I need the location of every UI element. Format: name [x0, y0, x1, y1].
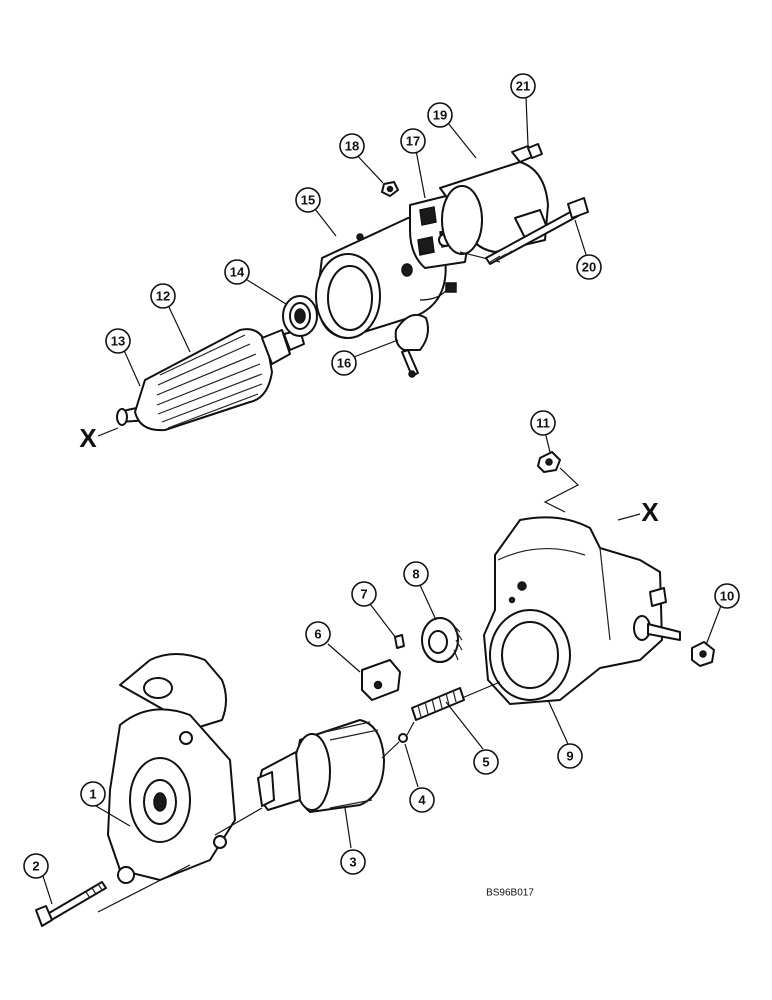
- alignment-mark-lower: X: [641, 497, 659, 527]
- callout-5: 5: [482, 755, 489, 770]
- callout-7: 7: [360, 587, 367, 602]
- through-bolt: [485, 197, 589, 265]
- callout-2: 2: [32, 859, 39, 874]
- callout-21: 21: [516, 79, 530, 94]
- callout-19: 19: [433, 108, 447, 123]
- idler-gear: [421, 617, 463, 663]
- commutator-end-cover: [439, 161, 549, 263]
- pin: [394, 634, 405, 649]
- mounting-bolt: [35, 881, 107, 927]
- callout-20: 20: [582, 260, 596, 275]
- callout-9: 9: [566, 749, 573, 764]
- field-lead-strap: [394, 314, 429, 378]
- callout-group: 1 2 3 4 5 6 7 8 9 10 11 12 13 14 15 16 1…: [23, 73, 740, 905]
- return-spring: [411, 687, 465, 721]
- armature: [116, 328, 305, 432]
- callout-16: 16: [337, 356, 351, 371]
- callout-13: 13: [111, 334, 125, 349]
- callout-15: 15: [301, 193, 315, 208]
- steel-ball: [398, 733, 408, 743]
- drive-housing: [483, 516, 667, 705]
- callout-12: 12: [156, 289, 170, 304]
- gear-retainer: [361, 659, 401, 701]
- callout-8: 8: [412, 567, 419, 582]
- field-frame-housing: [315, 216, 457, 339]
- callout-14: 14: [230, 265, 245, 280]
- callout-4: 4: [418, 793, 426, 808]
- cover-screw: [511, 143, 543, 163]
- terminal-nut: [537, 451, 561, 473]
- callout-17: 17: [406, 134, 420, 149]
- alignment-mark-upper: X: [79, 423, 97, 453]
- callout-10: 10: [720, 589, 734, 604]
- small-nut: [381, 181, 399, 197]
- terminal-stud-nut: [647, 623, 715, 667]
- figure-reference-code: BS96B017: [486, 888, 534, 899]
- callout-6: 6: [314, 627, 321, 642]
- callout-1: 1: [89, 787, 96, 802]
- callout-18: 18: [345, 139, 359, 154]
- drive-pinion-clutch: [257, 719, 385, 813]
- callout-3: 3: [349, 855, 356, 870]
- bearing: [282, 295, 318, 337]
- drive-end-housing: [107, 653, 236, 884]
- callout-11: 11: [536, 416, 550, 431]
